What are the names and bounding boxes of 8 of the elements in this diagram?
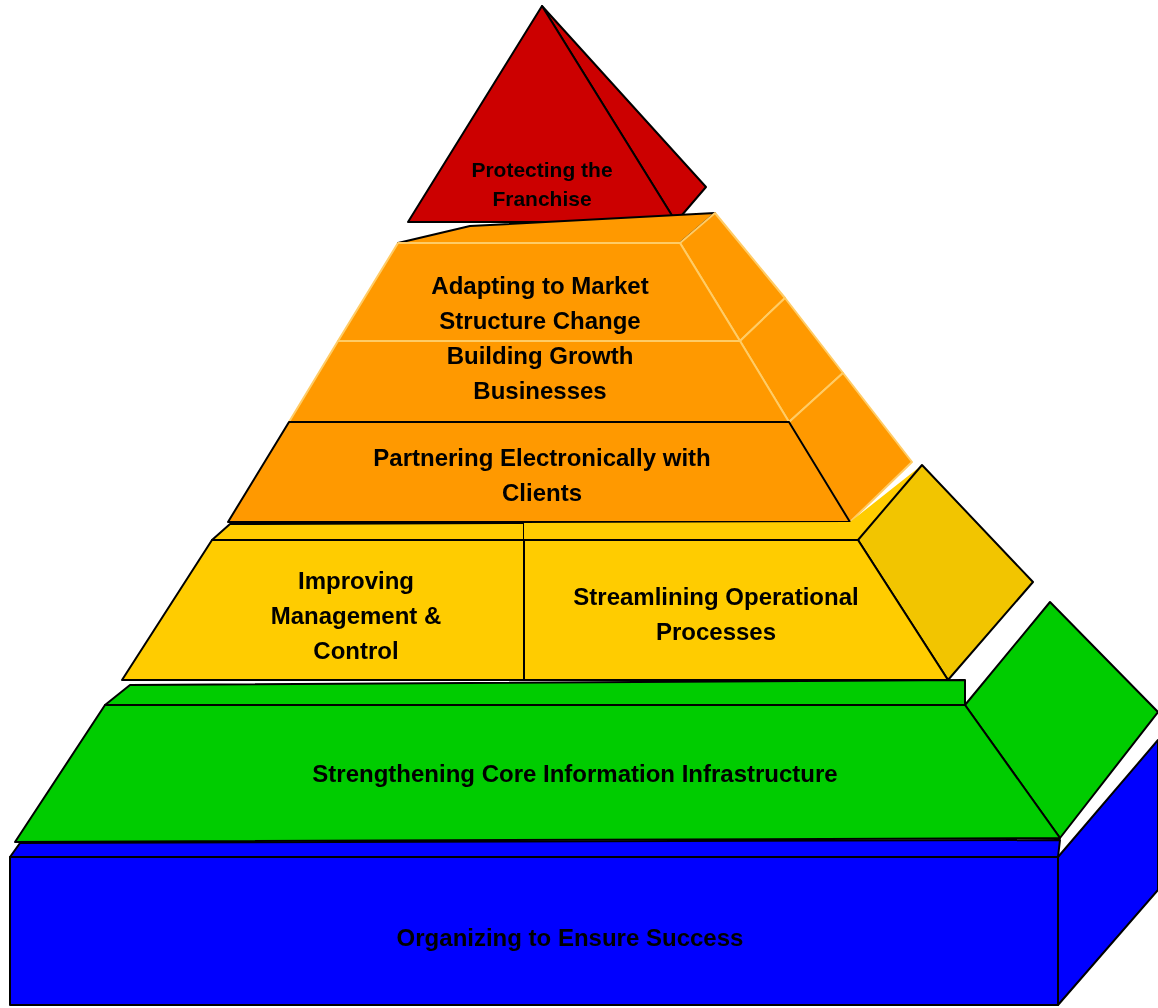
tier-label: Streamlining Operational Processes [572, 582, 860, 647]
tier-label: Improving Management & Control [269, 565, 443, 666]
tier-label: Adapting to Market Structure Change [430, 271, 650, 336]
tier-label: Building Growth Businesses [445, 341, 635, 406]
tier-label: Strengthening Core Information Infrastructure [311, 758, 839, 789]
tier-label: Partnering Electronically with Clients [372, 443, 712, 508]
tier-label: Protecting the Franchise [470, 157, 614, 212]
tier-label: Organizing to Ensure Success [395, 922, 745, 953]
